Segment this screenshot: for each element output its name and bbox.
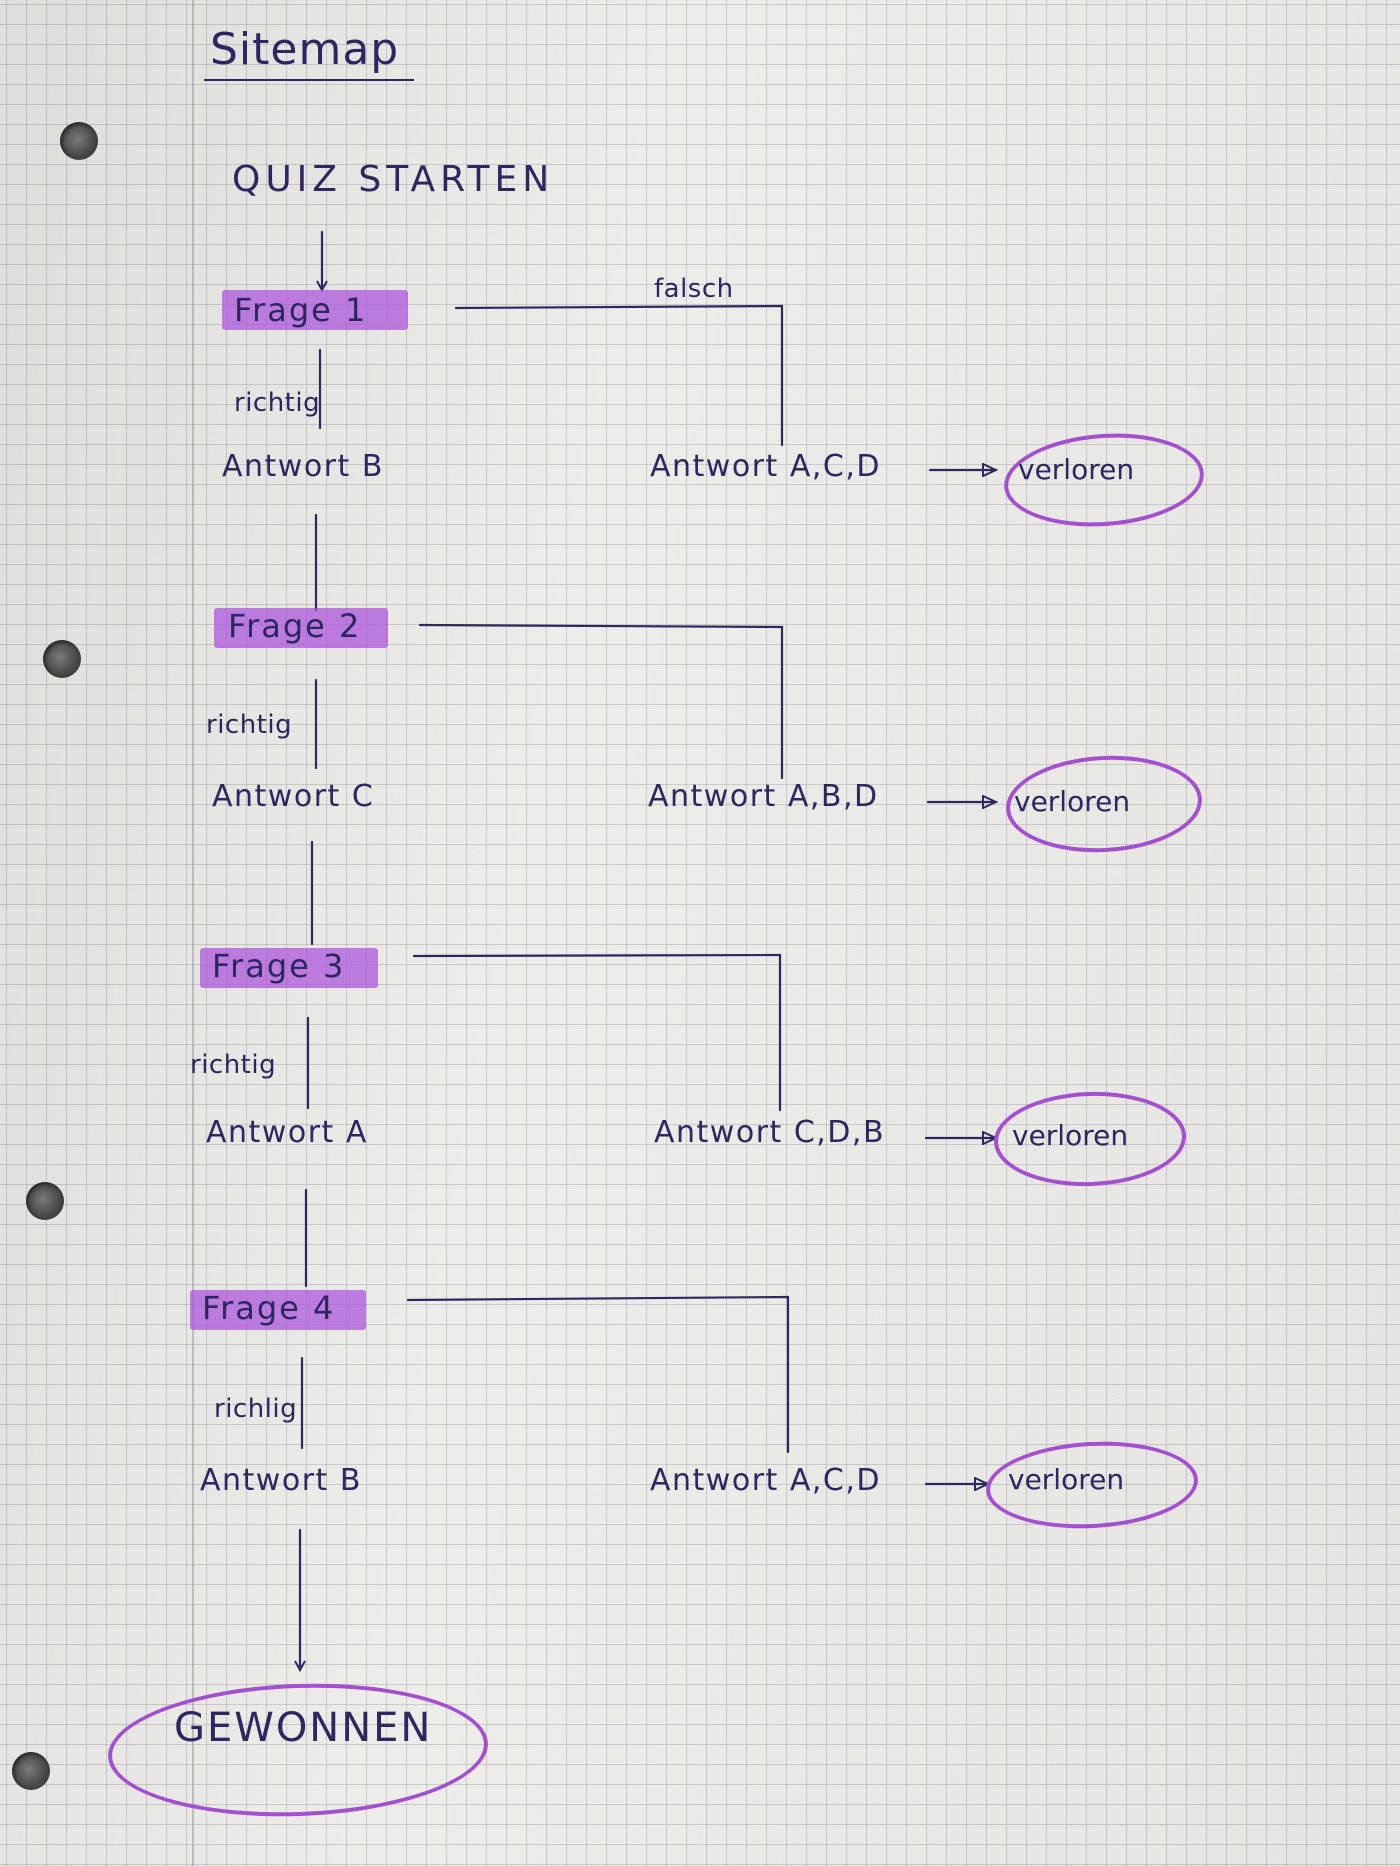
lost-node-4: verloren [1008, 1463, 1125, 1496]
correct-answer-2: Antwort C [212, 779, 375, 814]
question-highlight [200, 948, 378, 988]
won-node: GEWONNEN [174, 1705, 433, 1751]
punch-hole [26, 1182, 64, 1220]
correct-answer-1: Antwort B [222, 449, 384, 484]
question-node-2: Frage 2 [228, 607, 362, 645]
question-highlight [214, 608, 388, 648]
page-title: Sitemap [210, 24, 400, 75]
correct-answer-3: Antwort A [206, 1115, 368, 1150]
lost-node-3: verloren [1012, 1119, 1129, 1152]
line-q1-wrong [454, 304, 784, 447]
correct-label-1: richtig [234, 388, 321, 418]
wrong-answers-4: Antwort A,C,D [650, 1463, 881, 1498]
question-node-1: Frage 1 [234, 291, 368, 329]
margin-line [192, 0, 194, 1866]
correct-label-2: richtig [206, 710, 293, 740]
line-q4-wrong [406, 1295, 790, 1454]
correct-label-4: richlig [214, 1394, 298, 1424]
wrong-answers-1: Antwort A,C,D [650, 449, 881, 484]
punch-hole [60, 122, 98, 160]
question-highlight [222, 290, 408, 330]
wrong-answers-3: Antwort C,D,B [654, 1115, 886, 1150]
punch-hole [43, 640, 81, 678]
wrong-label: falsch [654, 274, 734, 304]
question-node-3: Frage 3 [212, 947, 346, 985]
line-q2-wrong [418, 623, 784, 780]
wrong-answers-2: Antwort A,B,D [648, 779, 879, 814]
question-highlight [190, 1290, 366, 1330]
lost-node-1: verloren [1018, 453, 1135, 486]
question-node-4: Frage 4 [202, 1289, 336, 1327]
punch-hole [12, 1752, 50, 1790]
correct-label-3: richtig [190, 1050, 277, 1080]
start-node: QUIZ STARTEN [232, 159, 555, 200]
lost-node-2: verloren [1014, 785, 1131, 818]
correct-answer-4: Antwort B [200, 1463, 362, 1498]
line-q3-wrong [412, 953, 782, 1112]
title-underline [204, 79, 414, 81]
